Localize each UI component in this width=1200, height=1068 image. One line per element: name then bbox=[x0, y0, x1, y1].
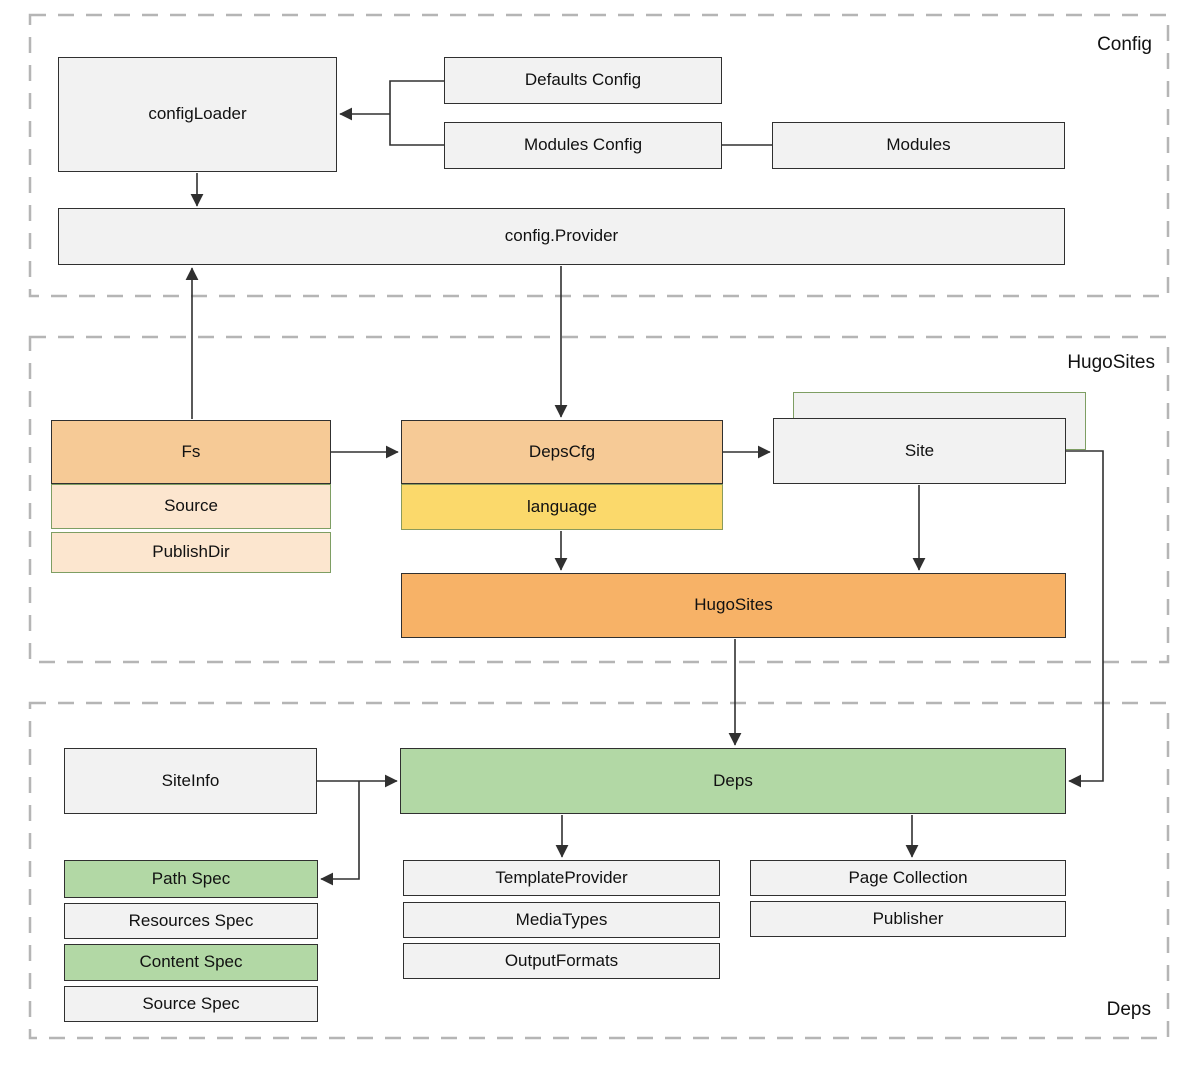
arrow-junction-to-pathspec bbox=[320, 781, 360, 886]
node-source-spec: Source Spec bbox=[64, 986, 318, 1022]
node-configloader: configLoader bbox=[58, 57, 337, 172]
node-language: language bbox=[401, 484, 723, 530]
node-modules: Modules bbox=[772, 122, 1065, 169]
node-output-formats: OutputFormats bbox=[403, 943, 720, 979]
deps-section-frame bbox=[28, 701, 1170, 1040]
node-publishdir: PublishDir bbox=[51, 532, 331, 573]
node-fs: Fs bbox=[51, 420, 331, 484]
node-site: Site bbox=[773, 418, 1066, 484]
section-label-deps: Deps bbox=[1106, 999, 1151, 1020]
bracket-defaults-modulesconfig bbox=[389, 80, 444, 146]
node-depscfg: DepsCfg bbox=[401, 420, 723, 484]
section-label-hugosites: HugoSites bbox=[1067, 352, 1155, 373]
config-section-frame bbox=[28, 13, 1170, 298]
node-resources-spec: Resources Spec bbox=[64, 903, 318, 939]
node-page-collection: Page Collection bbox=[750, 860, 1066, 896]
node-modules-config: Modules Config bbox=[444, 122, 722, 169]
node-content-spec: Content Spec bbox=[64, 944, 318, 981]
node-siteinfo: SiteInfo bbox=[64, 748, 317, 814]
arrow-site-to-deps-elbow bbox=[1066, 450, 1104, 788]
node-hugosites: HugoSites bbox=[401, 573, 1066, 638]
section-label-config: Config bbox=[1097, 34, 1152, 55]
node-defaults-config: Defaults Config bbox=[444, 57, 722, 104]
hugosites-section-frame bbox=[28, 335, 1170, 664]
node-publisher: Publisher bbox=[750, 901, 1066, 937]
node-media-types: MediaTypes bbox=[403, 902, 720, 938]
node-config-provider: config.Provider bbox=[58, 208, 1065, 265]
node-template-provider: TemplateProvider bbox=[403, 860, 720, 896]
node-deps: Deps bbox=[400, 748, 1066, 814]
node-source: Source bbox=[51, 484, 331, 529]
node-path-spec: Path Spec bbox=[64, 860, 318, 898]
